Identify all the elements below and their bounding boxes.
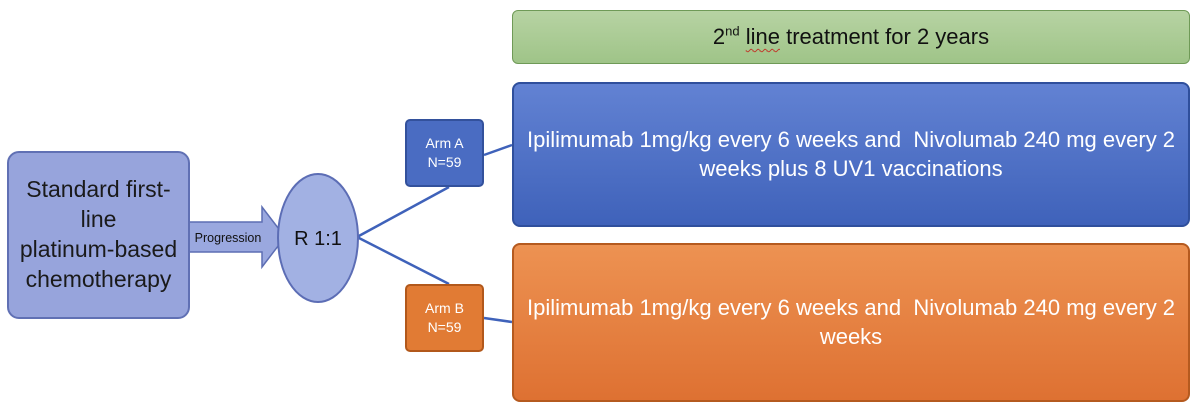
first-line-text-3: chemotherapy bbox=[25, 265, 172, 292]
header-line-word: line bbox=[745, 23, 780, 49]
arm-b-treatment-line-2: weeks bbox=[819, 323, 883, 349]
randomization-node bbox=[277, 173, 359, 303]
treatment-duration-header: 2nd line treatment for 2 years bbox=[512, 10, 1190, 64]
connector-arm-a-to-treatment bbox=[483, 143, 513, 157]
randomization-label: R 1:1 bbox=[294, 228, 342, 250]
first-line-therapy-box: Standard first-line platinum-based chemo… bbox=[7, 151, 190, 319]
progression-label: Progression bbox=[195, 231, 262, 245]
arm-a-treatment-line-2: weeks plus 8 UV1 vaccinations bbox=[699, 155, 1003, 181]
arm-b-treatment-line-1: Ipilimumab 1mg/kg every 6 weeks and Nivo… bbox=[526, 295, 1176, 321]
first-line-text-2: platinum-based bbox=[19, 236, 178, 262]
arm-a-label-box: Arm A N=59 bbox=[405, 119, 484, 187]
connector-to-arm-b bbox=[356, 235, 450, 286]
first-line-text-1: Standard first-line bbox=[26, 176, 171, 233]
arm-a-treatment-line-1: Ipilimumab 1mg/kg every 6 weeks and Nivo… bbox=[526, 127, 1176, 153]
connector-to-arm-a bbox=[356, 185, 450, 239]
header-text: 2nd line treatment for 2 years bbox=[713, 23, 989, 51]
header-ordinal-suffix: nd bbox=[725, 23, 740, 39]
arm-b-treatment-box: Ipilimumab 1mg/kg every 6 weeks and Nivo… bbox=[512, 243, 1190, 402]
header-rest: treatment for 2 years bbox=[780, 23, 990, 49]
connector-arm-b-to-treatment bbox=[483, 316, 513, 324]
arm-b-name: Arm B bbox=[425, 300, 464, 317]
arm-b-count: N=59 bbox=[427, 319, 462, 335]
arm-a-count: N=59 bbox=[427, 154, 462, 170]
arm-b-label-box: Arm B N=59 bbox=[405, 284, 484, 352]
arm-a-name: Arm A bbox=[425, 135, 464, 152]
arm-a-treatment-box: Ipilimumab 1mg/kg every 6 weeks and Nivo… bbox=[512, 82, 1190, 227]
progression-arrow bbox=[187, 204, 286, 270]
header-ordinal-number: 2 bbox=[712, 23, 726, 49]
